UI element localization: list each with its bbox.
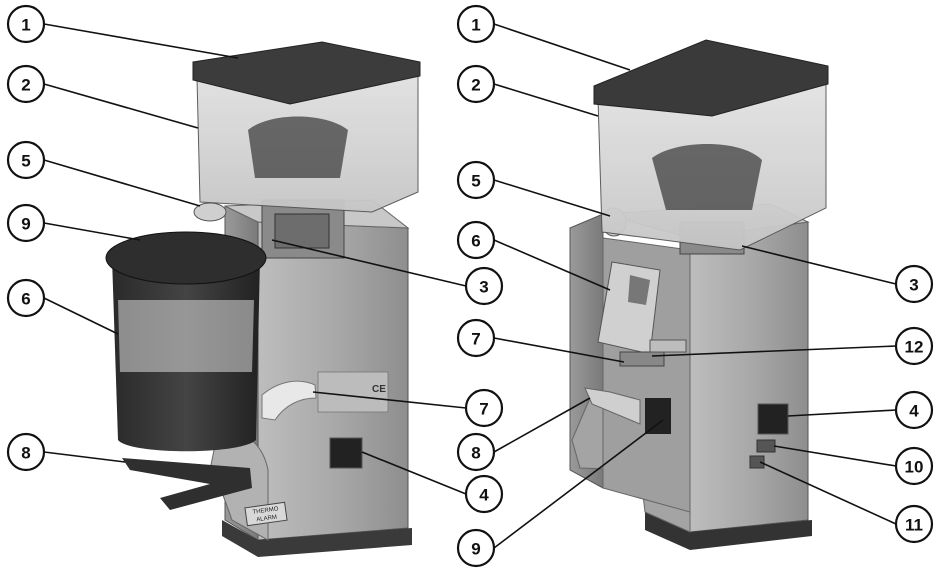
left-power-switch [329, 437, 363, 469]
callout-right-4: 4 [894, 390, 934, 430]
left-callouts: 1 2 5 9 6 8 3 7 4 [6, 4, 504, 514]
callout-right-6: 6 [456, 220, 496, 260]
right-button-10 [756, 439, 776, 453]
right-fork [584, 387, 641, 425]
svg-text:6: 6 [471, 232, 480, 251]
right-callouts: 1 2 5 6 7 8 9 3 12 4 10 11 [456, 4, 934, 568]
svg-text:11: 11 [905, 516, 923, 535]
callout-left-2: 2 [6, 64, 46, 104]
right-power-switch [757, 403, 789, 435]
callout-right-12: 12 [894, 326, 934, 366]
right-base [645, 512, 812, 550]
right-body-front [689, 221, 809, 533]
callout-left-7: 7 [464, 388, 504, 428]
callout-left-3: 3 [464, 266, 504, 306]
svg-text:7: 7 [471, 330, 480, 349]
thermo-badge-line2: ALARM [256, 515, 277, 524]
svg-text:9: 9 [21, 215, 30, 234]
callout-left-4: 4 [464, 474, 504, 514]
svg-text:3: 3 [479, 278, 488, 297]
right-lever-2 [649, 339, 687, 353]
right-chute-badge [628, 275, 650, 305]
callout-right-3: 3 [894, 264, 934, 304]
left-grinder: THERMO ALARM CE [105, 41, 421, 557]
svg-text:12: 12 [905, 338, 924, 357]
left-fork [122, 458, 252, 510]
right-button-11 [749, 455, 765, 469]
svg-text:2: 2 [471, 76, 480, 95]
svg-text:3: 3 [909, 276, 918, 295]
ce-mark: CE [372, 384, 386, 395]
svg-text:5: 5 [21, 152, 30, 171]
right-portafilter-holder [645, 398, 671, 434]
left-dosing-lever [261, 380, 317, 421]
left-doser-lid [105, 231, 267, 285]
callout-right-9: 9 [456, 528, 496, 568]
callout-left-5: 5 [6, 140, 46, 180]
left-thermo-badge [244, 501, 288, 527]
callout-right-8: 8 [456, 432, 496, 472]
callout-right-7: 7 [456, 318, 496, 358]
left-base [222, 520, 412, 557]
svg-text:5: 5 [471, 172, 480, 191]
right-lever [619, 351, 665, 367]
svg-text:1: 1 [471, 16, 480, 35]
callout-left-6: 6 [6, 278, 46, 318]
callout-right-1: 1 [456, 4, 496, 44]
svg-text:2: 2 [21, 76, 30, 95]
svg-text:8: 8 [471, 444, 480, 463]
thermo-badge-line1: THERMO [252, 506, 279, 516]
callout-left-9: 9 [6, 203, 46, 243]
svg-text:9: 9 [471, 540, 480, 559]
right-leader-lines [493, 23, 897, 549]
svg-text:1: 1 [21, 16, 30, 35]
svg-text:10: 10 [905, 458, 924, 477]
left-hopper-lid [192, 41, 421, 105]
callout-left-1: 1 [6, 4, 46, 44]
callout-left-8: 8 [6, 432, 46, 472]
right-hopper-inner [652, 144, 762, 210]
left-doser-window [118, 300, 254, 372]
callout-right-2: 2 [456, 64, 496, 104]
right-grinder [569, 39, 829, 550]
left-hopper-inner [248, 116, 348, 178]
svg-text:4: 4 [909, 402, 919, 421]
left-leader-lines [43, 23, 467, 495]
svg-text:4: 4 [479, 486, 489, 505]
svg-text:7: 7 [479, 400, 488, 419]
callout-right-5: 5 [456, 160, 496, 200]
callout-right-10: 10 [894, 446, 934, 486]
svg-text:8: 8 [21, 444, 30, 463]
callout-right-11: 11 [894, 504, 934, 544]
right-hopper-lid [593, 39, 829, 117]
svg-text:6: 6 [21, 290, 30, 309]
